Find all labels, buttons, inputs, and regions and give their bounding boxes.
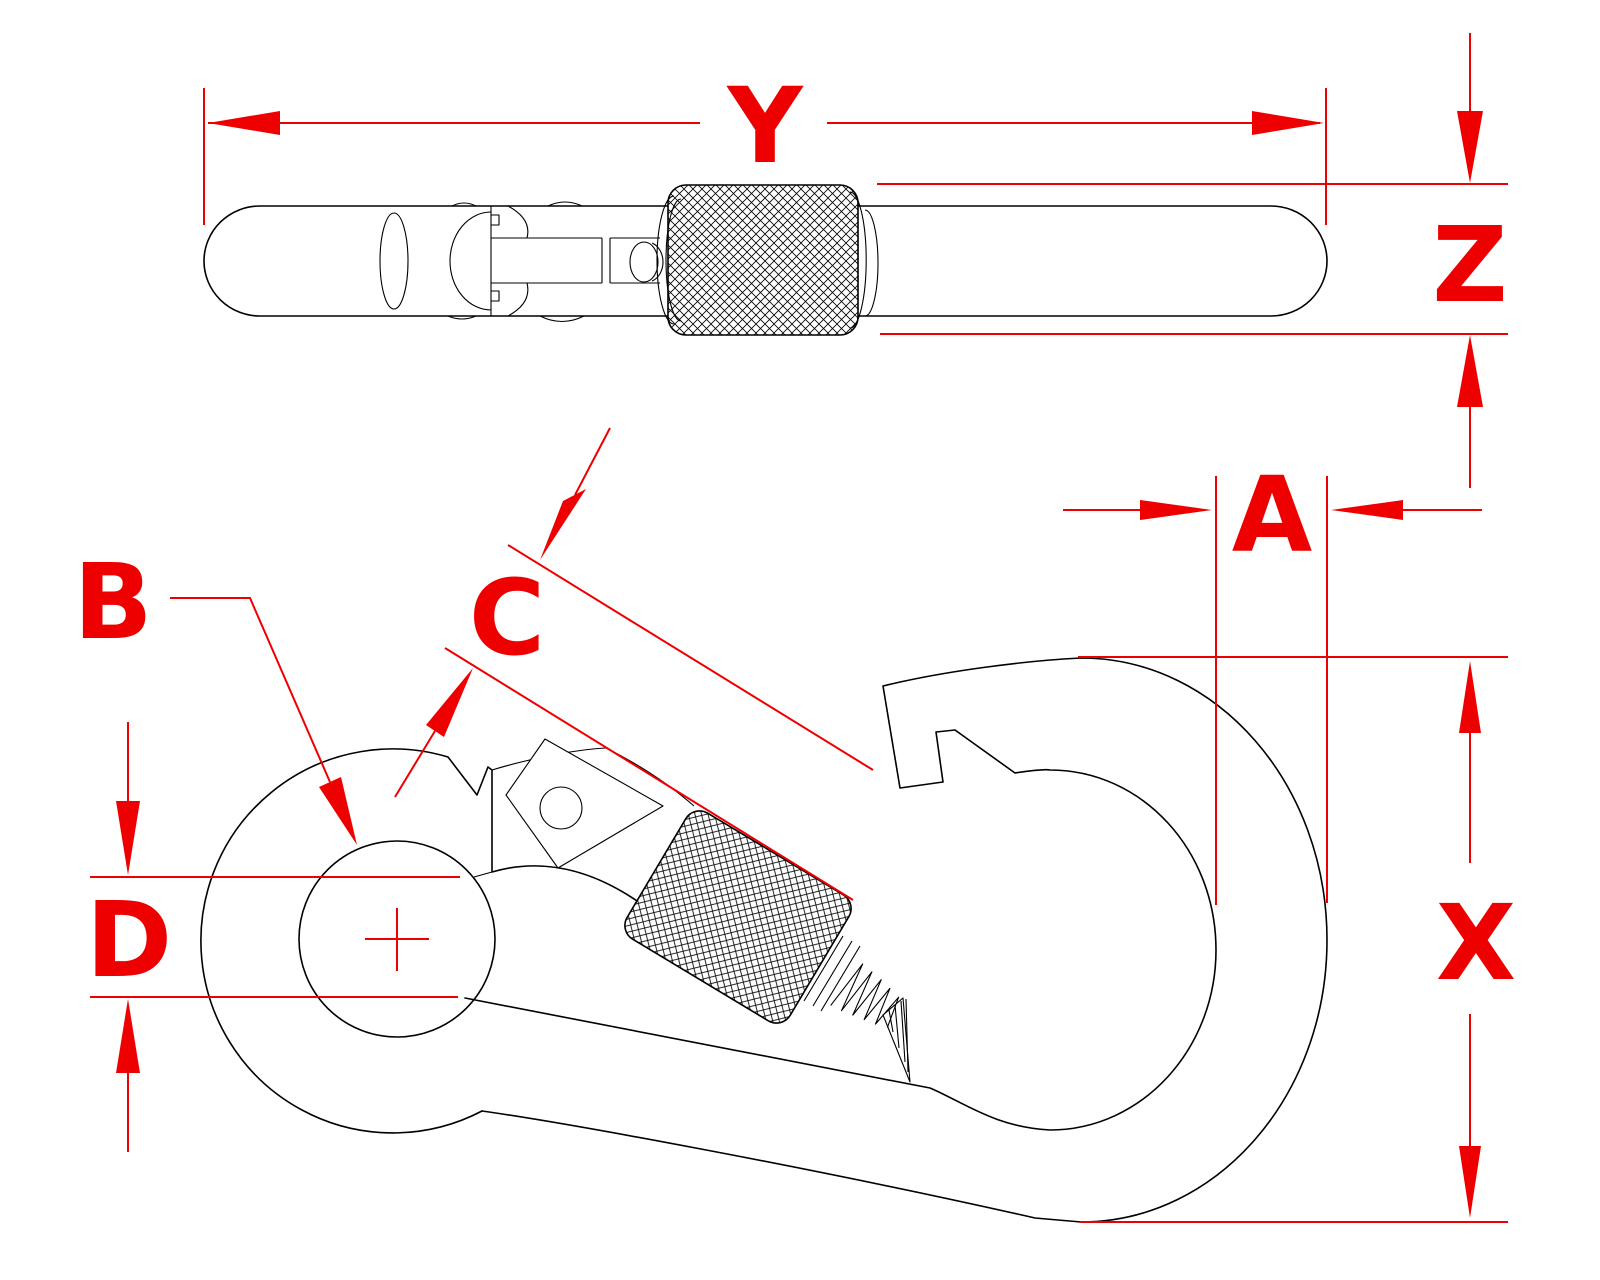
d-arrow-up — [116, 999, 140, 1073]
rod-outline — [203, 205, 1328, 317]
x-arrow-up — [1459, 661, 1481, 733]
c-arrow-upper — [540, 489, 586, 560]
rivet-bumps — [447, 201, 585, 323]
gate-pivot-pin — [539, 786, 583, 830]
z-extension-lines — [877, 183, 1508, 335]
gate-assembly-front — [505, 738, 911, 1083]
screw-tip-cone — [882, 997, 911, 1083]
screw-head-dome — [449, 211, 492, 311]
dim-Z: Z — [877, 33, 1508, 488]
eye-inner-circle — [298, 840, 496, 1038]
dim-label-D: D — [86, 879, 172, 1001]
b-leader-line — [170, 597, 331, 783]
c-extension-line-lower — [444, 647, 854, 901]
eye-center-mark — [365, 908, 429, 971]
eye-slot-edge — [473, 871, 493, 878]
a-arrow-left — [1140, 500, 1212, 520]
body-eye-outline — [200, 748, 641, 1134]
dim-C: C — [394, 427, 874, 901]
top-view: Y Z — [203, 33, 1508, 488]
dim-B: B — [73, 541, 357, 845]
a-arrow-right — [1331, 500, 1403, 520]
dim-Y: Y — [203, 65, 1327, 225]
d-extension-lines — [90, 876, 460, 998]
dim-label-B: B — [73, 541, 152, 663]
spring-leaf-arcs — [507, 205, 529, 317]
dim-label-A: A — [1232, 454, 1313, 576]
c-extension-line-upper — [507, 544, 874, 771]
d-arrow-down — [116, 801, 140, 875]
dim-label-Y: Y — [725, 65, 804, 187]
thread-relief-rings — [803, 935, 861, 1012]
dim-X: X — [1078, 656, 1516, 1223]
y-extension-lines — [203, 88, 1327, 225]
z-arrow-down — [1457, 111, 1483, 183]
dim-D: D — [86, 722, 460, 1152]
latch-pin — [629, 241, 659, 283]
dim-A: A — [1063, 454, 1482, 905]
z-arrow-up — [1457, 335, 1483, 407]
gate-mechanism-side — [379, 201, 664, 323]
lock-nut-knurl — [667, 184, 859, 336]
c-arrow-lower — [426, 668, 473, 737]
b-arrow — [319, 777, 357, 845]
dim-label-Z: Z — [1432, 204, 1507, 326]
screw-threads — [830, 963, 900, 1028]
y-arrow-left — [208, 111, 280, 135]
body-hook-outline — [464, 657, 1328, 1223]
front-view: D B C A — [73, 427, 1516, 1223]
gate-slot — [491, 237, 660, 284]
x-extension-lines — [1078, 656, 1508, 1223]
dim-label-C: C — [469, 557, 545, 679]
gate-head-plate — [505, 738, 664, 869]
x-arrow-down — [1459, 1146, 1481, 1218]
y-arrow-right — [1252, 111, 1324, 135]
lock-nut-side — [656, 184, 879, 336]
spring-washer — [379, 212, 409, 310]
dim-label-X: X — [1436, 882, 1516, 1004]
lock-nut-front — [624, 810, 852, 1024]
a-extension-lines — [1215, 476, 1328, 905]
